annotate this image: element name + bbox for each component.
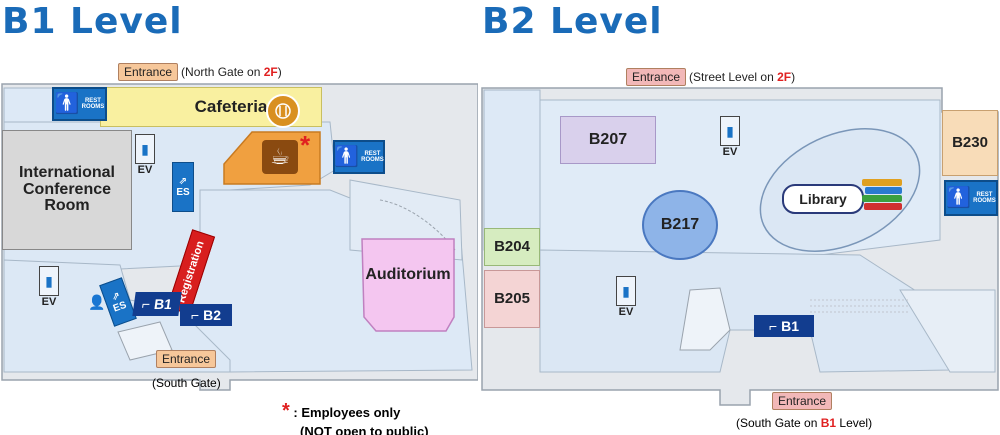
- stairs-icon: ⌐: [140, 296, 152, 312]
- elevator-label: EV: [722, 146, 738, 158]
- stairs-icon: ⌐: [190, 307, 200, 323]
- conference-label-line2: Conference: [22, 180, 112, 198]
- entrance-label: Entrance: [156, 350, 217, 368]
- elevator-label: EV: [137, 164, 153, 176]
- room-b230: B230: [942, 110, 998, 176]
- b1-entrance-north: Entrance (North Gate on 2F): [118, 63, 282, 81]
- international-conference-room: International Conference Room: [2, 130, 132, 250]
- escalator-label: ES: [176, 187, 190, 198]
- books-icon: [862, 174, 902, 214]
- stairs-icon: ⌐: [768, 318, 778, 334]
- asterisk-icon: *: [282, 400, 290, 422]
- elevator-icon: ▮ EV: [36, 266, 62, 308]
- entrance-label: Entrance: [772, 392, 833, 410]
- stairs-to-b1: ⌐B1: [754, 315, 814, 337]
- b1-map: Cafeteria ☕ * International Conference R…: [0, 60, 478, 435]
- b1-entrance-south: Entrance: [156, 350, 217, 368]
- room-b207: B207: [560, 116, 656, 164]
- room-b204: B204: [484, 228, 540, 266]
- conference-label-line3: Room: [44, 197, 90, 215]
- person-icon: 👤: [88, 294, 106, 310]
- elevator-label: EV: [41, 296, 57, 308]
- elevator-icon: ▮ EV: [132, 134, 158, 176]
- elevator-label: EV: [618, 306, 634, 318]
- legend: * : Employees only (NOT open to public): [282, 400, 429, 435]
- auditorium-area: [361, 238, 455, 332]
- b2-entrance-north: Entrance (Street Level on 2F): [626, 68, 795, 86]
- entrance-label: Entrance: [626, 68, 687, 86]
- b1-level-title: B1 Level: [2, 1, 183, 42]
- conference-label-line1: International: [18, 163, 115, 181]
- library-label: Library: [782, 184, 864, 214]
- stairs-to-b2: ⌐B2: [180, 304, 232, 326]
- b2-level-title: B2 Level: [482, 1, 663, 42]
- room-b205: B205: [484, 270, 540, 328]
- elevator-icon: ▮ EV: [717, 116, 743, 158]
- cafeteria-label: Cafeteria: [194, 97, 268, 117]
- coffee-icon: ☕: [262, 140, 298, 174]
- b2-entrance-south: Entrance: [772, 392, 833, 410]
- south-gate-note: (South Gate on B1 Level): [736, 416, 873, 430]
- south-gate-note: (South Gate): [152, 376, 221, 390]
- auditorium-label: Auditorium: [365, 265, 451, 283]
- elevator-icon: ▮ EV: [613, 276, 639, 318]
- stairs-to-b1: ⌐B1: [132, 292, 182, 316]
- fork-knife-icon: [266, 94, 300, 128]
- asterisk-icon: *: [300, 130, 311, 160]
- room-b217: B217: [642, 190, 718, 260]
- escalator-icon: ⇗ES: [172, 162, 194, 212]
- entrance-label: Entrance: [118, 63, 179, 81]
